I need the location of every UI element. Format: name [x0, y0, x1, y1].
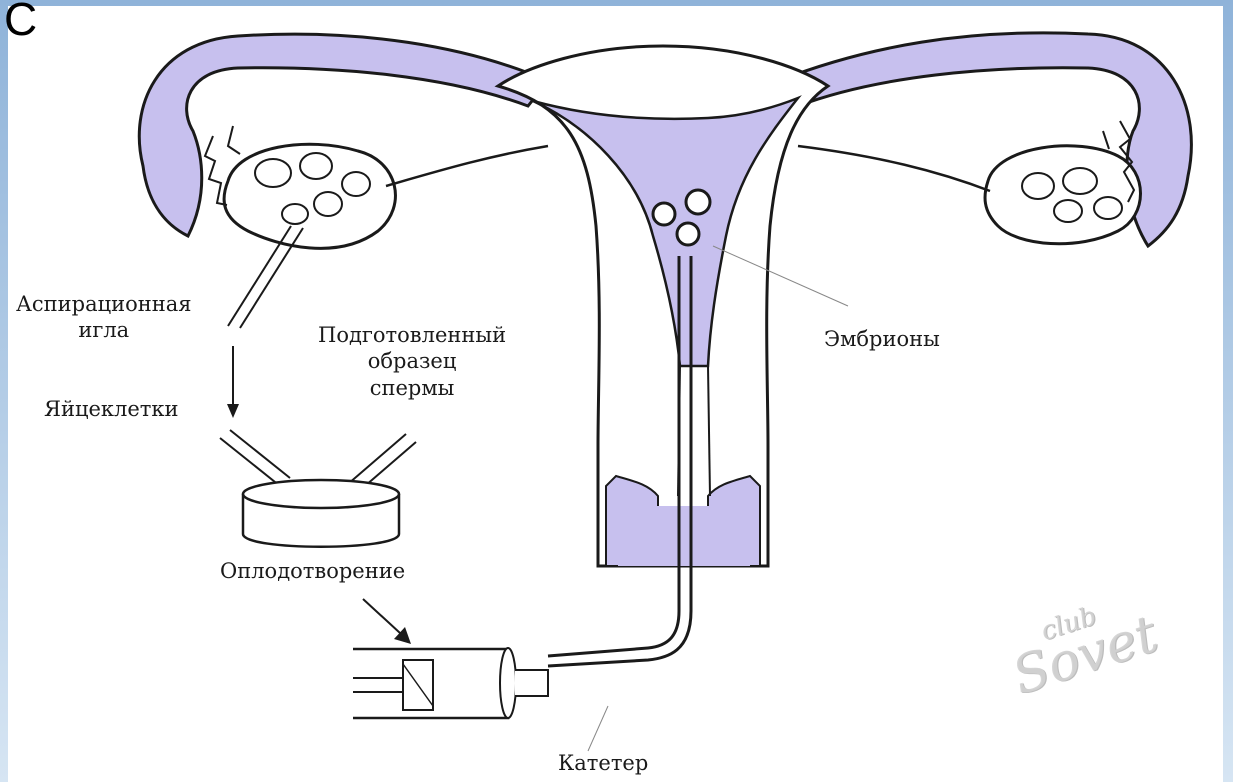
embryo-3 — [677, 223, 699, 245]
label-catheter: Катетер — [558, 750, 648, 776]
vagina-fill — [618, 506, 750, 566]
right-ovary — [985, 146, 1140, 244]
label-aspiration-needle: Аспирационная игла — [16, 291, 192, 344]
left-follicle-4 — [314, 192, 342, 216]
left-follicle-2 — [300, 153, 332, 179]
right-follicle-4 — [1094, 197, 1122, 219]
right-ovarian-ligament — [798, 146, 990, 191]
right-follicle-3 — [1054, 200, 1082, 222]
left-ovarian-ligament — [386, 146, 548, 186]
left-follicle-1 — [255, 159, 291, 187]
aspiration-needle-b — [240, 228, 303, 328]
right-follicle-1 — [1022, 173, 1054, 199]
fertilization-arrow — [363, 599, 400, 633]
catheter-pointer — [588, 706, 608, 751]
label-embryos: Эмбрионы — [824, 326, 940, 352]
aspiration-needle-a — [228, 226, 291, 326]
left-follicle-5 — [282, 204, 308, 224]
label-sperm-sample: Подготовленный образец спермы — [318, 322, 506, 401]
syringe-nozzle — [515, 670, 548, 696]
petri-dish-top — [243, 480, 399, 508]
oocytes-arrow-head — [227, 404, 239, 418]
right-follicle-2 — [1063, 168, 1097, 194]
embryo-1 — [653, 203, 675, 225]
embryo-2 — [686, 190, 710, 214]
left-follicle-3 — [342, 172, 370, 196]
label-fertilization: Оплодотворение — [220, 558, 405, 584]
label-oocytes: Яйцеклетки — [44, 396, 179, 422]
syringe-barrel-end — [500, 648, 516, 718]
diagram-canvas: C — [8, 6, 1223, 782]
